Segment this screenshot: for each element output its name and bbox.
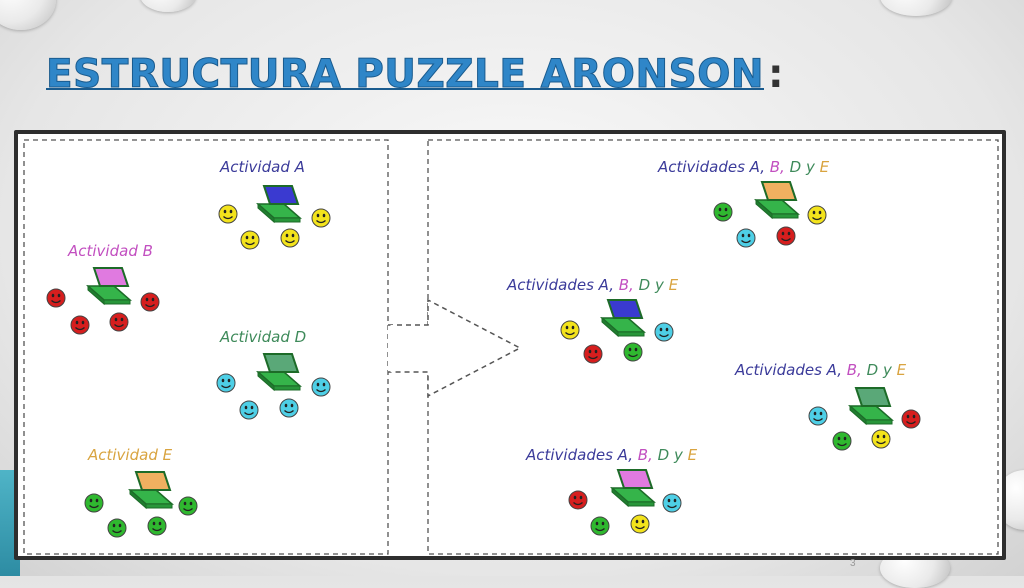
right-area-outline — [427, 139, 999, 555]
smiley-icon — [311, 208, 331, 228]
smiley-icon — [84, 493, 104, 513]
title-colon: : — [768, 52, 785, 97]
smiley-icon — [871, 429, 891, 449]
smiley-icon — [311, 377, 331, 397]
smiley-icon — [654, 322, 674, 342]
smiley-icon — [140, 292, 160, 312]
page-title: ESTRUCTURA PUZZLE ARONSON: — [46, 52, 986, 100]
smiley-icon — [583, 344, 603, 364]
smiley-icon — [662, 493, 682, 513]
smiley-icon — [623, 342, 643, 362]
left-area-outline — [23, 139, 389, 555]
group-actividad-e: Actividad E — [84, 446, 198, 538]
smiley-icon — [901, 409, 921, 429]
mixed-group-3: Actividades A, B, D y E — [734, 361, 921, 451]
group-actividad-d: Actividad D — [216, 328, 331, 420]
group-actividad-a: Actividad A — [218, 158, 331, 250]
smiley-icon — [630, 514, 650, 534]
mixed-group-1: Actividades A, B, D y E — [657, 158, 830, 248]
smiley-icon — [280, 228, 300, 248]
group-actividad-b: Actividad B — [46, 242, 160, 335]
mixed-group-label: Actividades A, B, D y E — [525, 446, 698, 464]
group-e-label: Actividad E — [87, 446, 173, 464]
smiley-icon — [147, 516, 167, 536]
smiley-icon — [832, 431, 852, 451]
smiley-icon — [808, 406, 828, 426]
decor-bubble — [140, 0, 196, 12]
box-icon — [601, 299, 645, 337]
mixed-group-2: Actividades A, B, D y E — [506, 276, 679, 364]
smiley-icon — [70, 315, 90, 335]
group-d-label: Actividad D — [219, 328, 306, 346]
smiley-icon — [107, 518, 127, 538]
box-icon — [611, 469, 655, 507]
smiley-icon — [218, 204, 238, 224]
smiley-icon — [109, 312, 129, 332]
smiley-icon — [590, 516, 610, 536]
smiley-icon — [807, 205, 827, 225]
box-icon — [87, 267, 131, 305]
smiley-icon — [560, 320, 580, 340]
smiley-icon — [239, 400, 259, 420]
mixed-group-label: Actividades A, B, D y E — [734, 361, 907, 379]
smiley-icon — [46, 288, 66, 308]
mixed-group-label: Actividades A, B, D y E — [506, 276, 679, 294]
smiley-icon — [776, 226, 796, 246]
page-number: 3 — [850, 558, 856, 569]
box-icon — [129, 471, 173, 509]
smiley-icon — [240, 230, 260, 250]
smiley-icon — [216, 373, 236, 393]
smiley-icon — [568, 490, 588, 510]
box-icon — [257, 353, 301, 391]
smiley-icon — [736, 228, 756, 248]
box-icon — [849, 387, 893, 425]
box-icon — [755, 181, 799, 219]
puzzle-diagram: Actividad A Actividad B Actividad D — [23, 139, 999, 555]
group-b-label: Actividad B — [67, 242, 153, 260]
mixed-group-label: Actividades A, B, D y E — [657, 158, 830, 176]
mixed-group-4: Actividades A, B, D y E — [525, 446, 698, 536]
smiley-icon — [178, 496, 198, 516]
title-text: ESTRUCTURA PUZZLE ARONSON — [46, 52, 765, 98]
group-a-label: Actividad A — [219, 158, 305, 176]
smiley-icon — [279, 398, 299, 418]
smiley-icon — [713, 202, 733, 222]
arrow-shape — [388, 298, 522, 398]
decor-bubble — [880, 0, 952, 16]
box-icon — [257, 185, 301, 223]
